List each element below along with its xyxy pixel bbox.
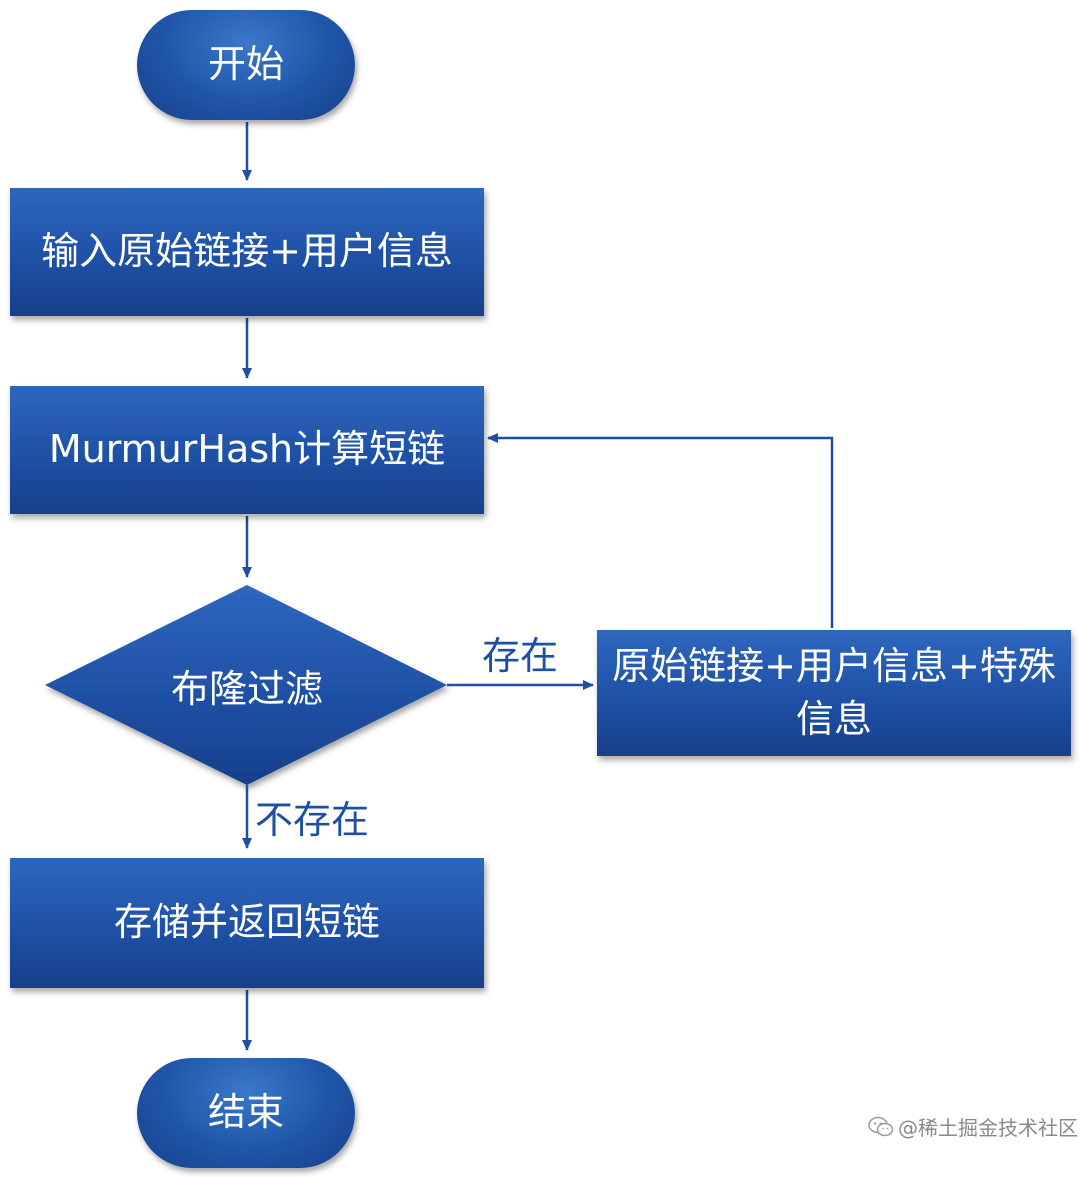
input-node: 输入原始链接+用户信息 (10, 188, 484, 316)
compute-label: MurmurHash计算短链 (48, 427, 446, 472)
store-label: 存储并返回短链 (113, 900, 380, 945)
compute-node: MurmurHash计算短链 (10, 386, 484, 514)
decision-label: 布隆过滤 (170, 666, 323, 711)
start-node: 开始 (137, 10, 355, 120)
retry-node: 原始链接+用户信息+特殊信息 (597, 630, 1071, 756)
edge-label-not-exists: 不存在 (255, 798, 370, 842)
decision-diamond (45, 585, 447, 785)
start-label: 开始 (207, 42, 284, 87)
retry-label: 原始链接+用户信息+特殊信息 (612, 643, 1056, 741)
input-label: 输入原始链接+用户信息 (41, 229, 453, 274)
wechat-icon (868, 1116, 894, 1136)
end-label: 结束 (207, 1090, 284, 1135)
arrow-retry-to-compute (487, 433, 834, 628)
edge-label-exists: 存在 (482, 634, 559, 678)
watermark: @稀土掘金技术社区 (868, 1112, 1078, 1141)
store-node: 存储并返回短链 (10, 858, 484, 988)
watermark-text: @稀土掘金技术社区 (898, 1116, 1078, 1140)
end-node: 结束 (137, 1058, 355, 1168)
